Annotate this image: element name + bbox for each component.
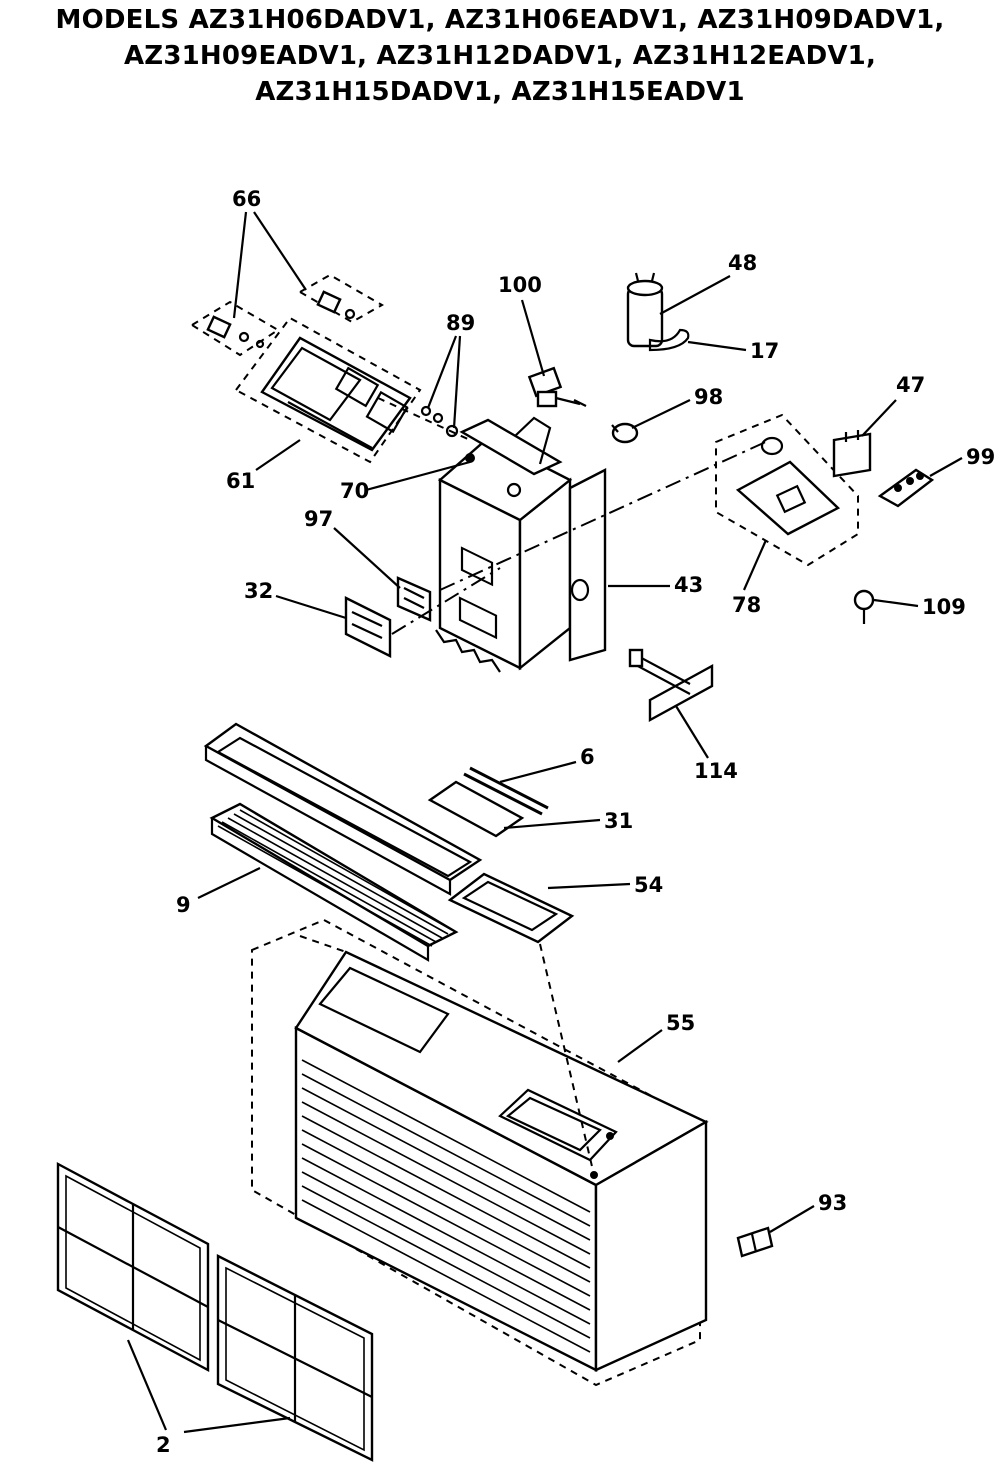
part-31-access-door [427, 780, 525, 838]
callout-labels: 66 89 100 48 17 98 47 99 61 70 97 32 43 … [156, 187, 995, 1457]
callout-9: 9 [176, 893, 191, 917]
callout-93: 93 [818, 1191, 847, 1215]
callout-61: 61 [226, 469, 255, 493]
callout-114: 114 [694, 759, 738, 783]
diagram-title: MODELS AZ31H06DADV1, AZ31H06EADV1, AZ31H… [0, 2, 1000, 110]
callout-17: 17 [750, 339, 779, 363]
part-78-relay-board [715, 413, 859, 567]
callout-32: 32 [244, 579, 273, 603]
callout-54: 54 [634, 873, 663, 897]
part-9-louver [209, 802, 459, 962]
callout-6: 6 [580, 745, 595, 769]
part-48-capacitor [626, 272, 664, 348]
part-93-clip [736, 1226, 774, 1258]
part-97-bracket [396, 576, 432, 622]
callout-48: 48 [728, 251, 757, 275]
part-100-thermistor [527, 366, 587, 408]
part-6-seal-strip-edge [463, 772, 543, 816]
title-line-2: AZ31H09EADV1, AZ31H12DADV1, AZ31H12EADV1… [123, 41, 877, 71]
callout-97: 97 [304, 507, 333, 531]
part-89-screws [377, 397, 471, 441]
part-17-strap [648, 328, 690, 352]
callout-43: 43 [674, 573, 703, 597]
title-line-3: AZ31H15DADV1, AZ31H15EADV1 [255, 77, 745, 107]
assembly-line-32 [391, 567, 501, 635]
part-109-fastener [853, 589, 875, 624]
control-box [435, 416, 607, 673]
callout-89: 89 [446, 311, 475, 335]
part-47-relay [832, 430, 872, 478]
part-32-bracket [344, 596, 392, 658]
part-2-filter-right [216, 1254, 374, 1462]
leader-lines [126, 211, 963, 1434]
title-line-1: MODELS AZ31H06DADV1, AZ31H06EADV1, AZ31H… [55, 5, 945, 35]
callout-109: 109 [922, 595, 966, 619]
part-61-control-board [234, 316, 422, 464]
part-66-terminals [190, 273, 385, 357]
callout-47: 47 [896, 373, 925, 397]
callout-78: 78 [732, 593, 761, 617]
callout-100: 100 [498, 273, 542, 297]
callout-70: 70 [340, 479, 369, 503]
callout-55: 55 [666, 1011, 695, 1035]
callout-2: 2 [156, 1433, 171, 1457]
discharge-frame [203, 722, 483, 896]
part-2-filter-left [56, 1162, 210, 1372]
part-6-seal-strip [469, 766, 549, 810]
part-98-connector [611, 422, 639, 444]
callout-99: 99 [966, 445, 995, 469]
callout-66: 66 [232, 187, 261, 211]
part-54-control-door [447, 872, 575, 944]
part-114-heater-element [628, 648, 714, 723]
callout-31: 31 [604, 809, 633, 833]
part-99-terminal-strip [877, 468, 935, 508]
part-55-front-cabinet [251, 918, 709, 1387]
callout-98: 98 [694, 385, 723, 409]
